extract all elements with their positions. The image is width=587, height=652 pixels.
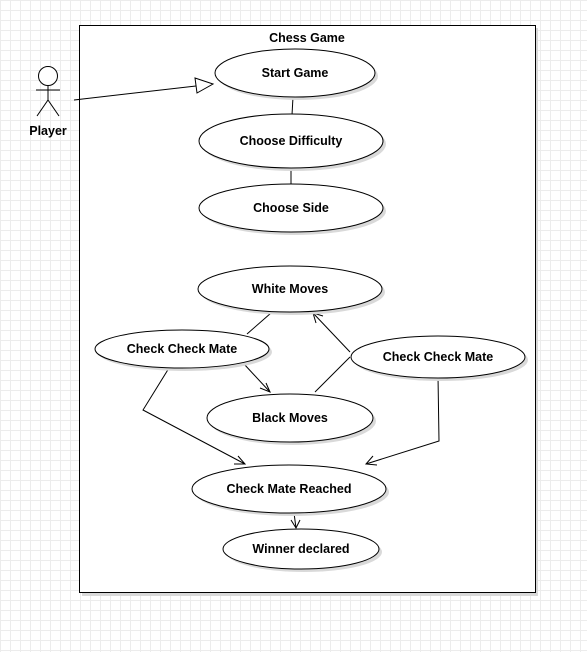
use-case-label: Check Mate Reached (226, 482, 351, 496)
arrowhead-black-moves (259, 382, 271, 393)
edges (73, 77, 440, 530)
use-case-label: Check Check Mate (127, 342, 238, 356)
use-case-choose-difficulty[interactable]: Choose Difficulty (198, 113, 386, 171)
use-case-label: Choose Difficulty (240, 134, 343, 148)
arrowhead-mate-reached-left (234, 455, 247, 465)
generalization-arrowhead (194, 77, 215, 94)
edge-white-moves-check-left[interactable] (246, 312, 272, 335)
use-case-label: Choose Side (253, 201, 329, 215)
actor-left-leg (36, 99, 49, 117)
edge-black-moves-check-right[interactable] (314, 356, 351, 393)
use-case-start-game[interactable]: Start Game (214, 48, 378, 100)
system-title: Chess Game (269, 31, 345, 45)
actor-right-leg (47, 99, 60, 117)
edge-check-left-mate-reached[interactable] (142, 367, 246, 465)
edge-check-right-white-moves[interactable] (312, 312, 351, 353)
use-case-label: Check Check Mate (383, 350, 494, 364)
arrowhead-winner (290, 519, 301, 530)
edge-check-right-mate-reached[interactable] (365, 375, 440, 465)
use-case-label: Start Game (262, 66, 329, 80)
use-case-check-mate-right[interactable]: Check Check Mate (350, 335, 528, 381)
edge-check-left-black-moves[interactable] (243, 363, 271, 393)
use-case-black-moves[interactable]: Black Moves (206, 393, 376, 445)
use-case-label: Winner declared (252, 542, 349, 556)
use-case-check-mate-left[interactable]: Check Check Mate (94, 329, 272, 371)
use-case-choose-side[interactable]: Choose Side (198, 183, 386, 235)
use-case-check-mate-reached[interactable]: Check Mate Reached (191, 464, 389, 516)
edge-start-choose-difficulty[interactable] (291, 96, 294, 116)
actor-label: Player (29, 124, 67, 138)
actor-head (38, 66, 58, 86)
arrowhead-mate-reached-right (364, 455, 378, 466)
use-case-white-moves[interactable]: White Moves (197, 265, 385, 315)
use-case-label: White Moves (252, 282, 328, 296)
actor-player[interactable]: Player (29, 66, 67, 139)
use-case-winner-declared[interactable]: Winner declared (222, 528, 382, 572)
use-case-label: Black Moves (252, 411, 328, 425)
edge-player-start-game[interactable] (73, 85, 197, 101)
